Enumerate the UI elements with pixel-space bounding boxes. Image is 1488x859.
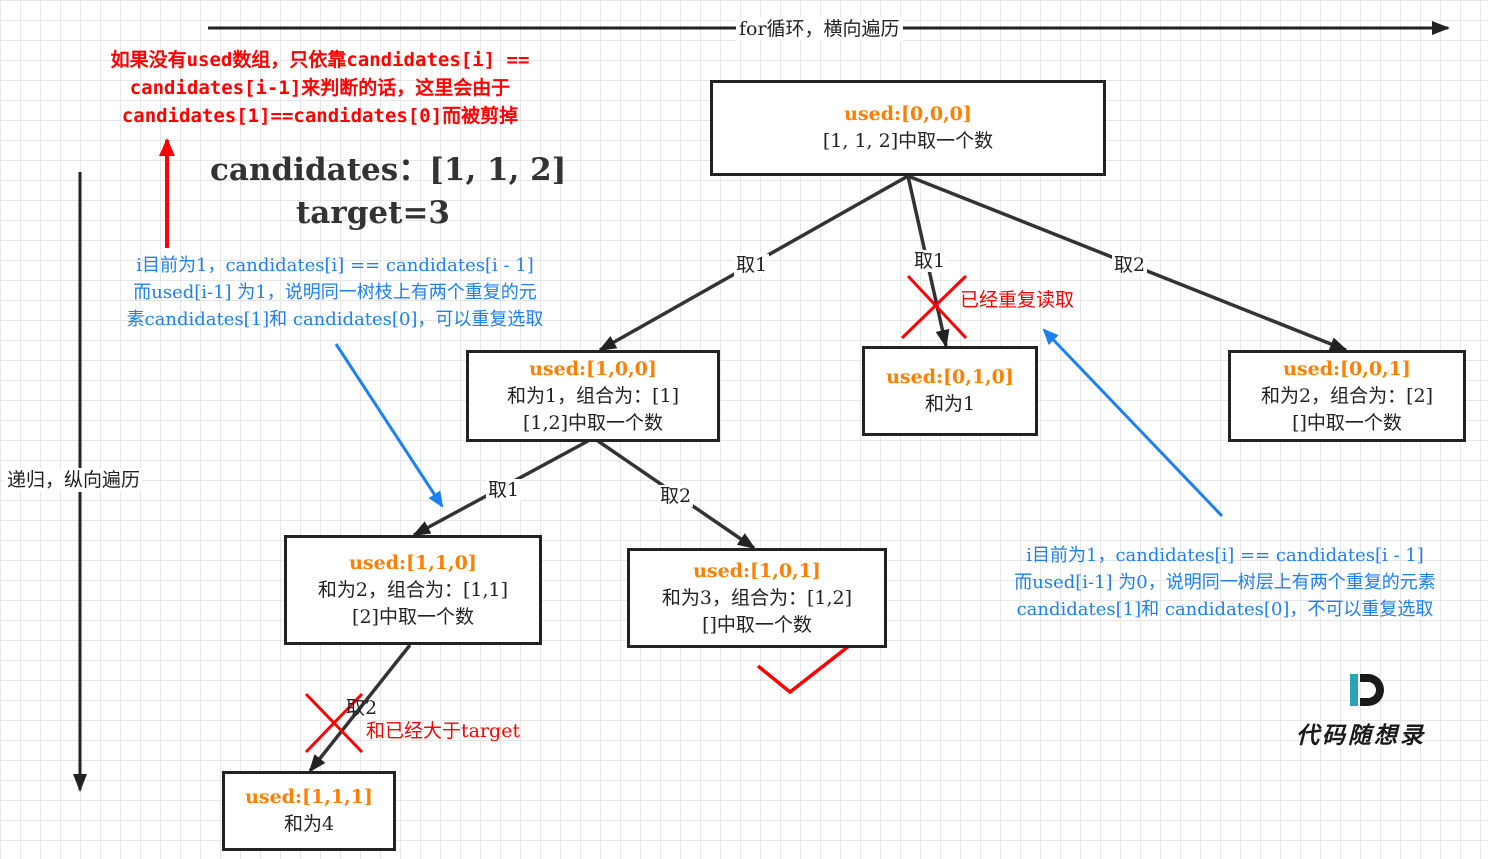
node-text: []中取一个数	[702, 613, 812, 636]
blue-note-line: 而used[i-1] 为0，说明同一树层上有两个重复的元素	[1014, 572, 1436, 593]
node-used-label: used:[1,1,0]	[349, 551, 477, 574]
node-root: used:[0,0,0] [1, 1, 2]中取一个数	[710, 80, 1106, 176]
blue-arrow-right	[1042, 328, 1224, 518]
edge-label-n100-to-n101: 取2	[658, 485, 694, 507]
edge-label-root-to-n010: 取1	[912, 250, 948, 272]
node-used-label: used:[1,0,1]	[693, 559, 821, 582]
edge-label-n110-to-n111: 取2	[346, 697, 378, 719]
blue-note-line: 而used[i-1] 为1，说明同一树枝上有两个重复的元	[133, 282, 537, 303]
red-note-line: candidates[1]==candidates[0]而被剪掉	[121, 105, 519, 127]
node-used-label: used:[0,1,0]	[886, 366, 1014, 388]
blue-note-right: i目前为1，candidates[i] == candidates[i - 1]…	[970, 542, 1480, 623]
red-note: 如果没有used数组，只依靠candidates[i] == candidate…	[30, 46, 610, 130]
cross-exceeds	[304, 692, 364, 754]
logo-text: 代码随想录	[1296, 723, 1426, 749]
node-text: 和为3，组合为：[1,2]	[661, 586, 853, 609]
checkmark-valid	[756, 626, 874, 695]
node-used-101: used:[1,0,1] 和为3，组合为：[1,2] []中取一个数	[627, 548, 887, 648]
edge-label-root-to-n100: 取1	[734, 254, 770, 276]
vertical-axis-label: 递归，纵向遍历	[4, 468, 144, 492]
node-text: 和为4	[283, 813, 335, 835]
node-used-label: used:[0,0,1]	[1283, 357, 1411, 380]
blue-note-line: candidates[1]和 candidates[0]，不可以重复选取	[1016, 599, 1434, 620]
node-used-010: used:[0,1,0] 和为1	[862, 346, 1038, 436]
node-text: 和为1，组合为：[1]	[506, 384, 679, 407]
node-used-110: used:[1,1,0] 和为2，组合为：[1,1] [2]中取一个数	[284, 535, 542, 645]
edge-label-root-to-n001: 取2	[1112, 254, 1148, 276]
node-text: 和为1	[924, 393, 976, 415]
node-text: [1, 1, 2]中取一个数	[822, 130, 994, 152]
node-text: 和为2，组合为：[1,1]	[317, 578, 509, 601]
node-text: [1,2]中取一个数	[522, 411, 664, 434]
node-used-111: used:[1,1,1] 和为4	[222, 771, 396, 851]
blue-note-line: i目前为1，candidates[i] == candidates[i - 1]	[136, 255, 534, 276]
node-used-001: used:[0,0,1] 和为2，组合为：[2] []中取一个数	[1228, 350, 1466, 442]
node-used-label: used:[1,0,0]	[529, 357, 657, 380]
blue-note-line: i目前为1，candidates[i] == candidates[i - 1]	[1026, 545, 1424, 566]
duplicate-read-note: 已经重复读取	[960, 289, 1075, 311]
node-used-label: used:[1,1,1]	[245, 786, 373, 808]
node-used-label: used:[0,0,0]	[844, 103, 972, 125]
red-note-line: 如果没有used数组，只依靠candidates[i] ==	[110, 49, 530, 71]
node-text: []中取一个数	[1292, 411, 1402, 434]
edge-label-n100-to-n110: 取1	[486, 479, 522, 501]
node-used-100: used:[1,0,0] 和为1，组合为：[1] [1,2]中取一个数	[466, 350, 720, 442]
node-text: 和为2，组合为：[2]	[1260, 384, 1433, 407]
exceeds-target-note: 和已经大于target	[366, 720, 521, 742]
target-headline: target=3	[295, 195, 450, 231]
candidates-headline: candidates：[1, 1, 2]	[210, 152, 567, 188]
horizontal-axis-label: for循环，横向遍历	[736, 17, 903, 41]
edge-n110-to-n111	[308, 643, 412, 773]
logo-icon	[1350, 674, 1384, 706]
red-note-line: candidates[i-1]来判断的话，这里会由于	[129, 77, 511, 99]
cross-duplicate	[900, 274, 968, 340]
blue-arrow-left	[334, 343, 444, 508]
blue-note-line: 素candidates[1]和 candidates[0]，可以重复选取	[126, 309, 544, 330]
node-text: [2]中取一个数	[352, 605, 474, 628]
blue-note-left: i目前为1，candidates[i] == candidates[i - 1]…	[90, 252, 580, 333]
